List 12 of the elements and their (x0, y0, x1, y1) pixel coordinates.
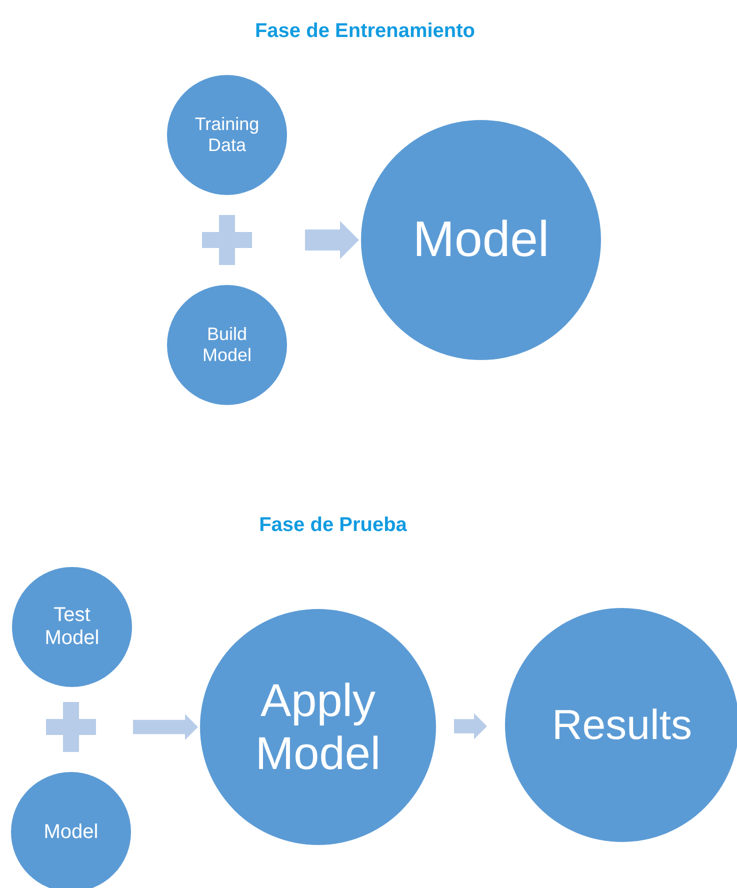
node-label: Model (44, 820, 98, 844)
section-heading: Fase de Prueba (259, 514, 407, 537)
node-label: Test Model (44, 604, 100, 650)
section-heading: Fase de Entrenamiento (254, 20, 476, 43)
node-label: Apply Model (254, 674, 382, 780)
node-label: Build Model (201, 324, 253, 366)
block-arrow (305, 221, 359, 259)
block-arrow (454, 713, 487, 740)
node-label: Results (552, 700, 692, 750)
node-label: Model (412, 211, 550, 269)
block-arrow (133, 714, 198, 740)
node-label: Training Data (194, 114, 260, 156)
